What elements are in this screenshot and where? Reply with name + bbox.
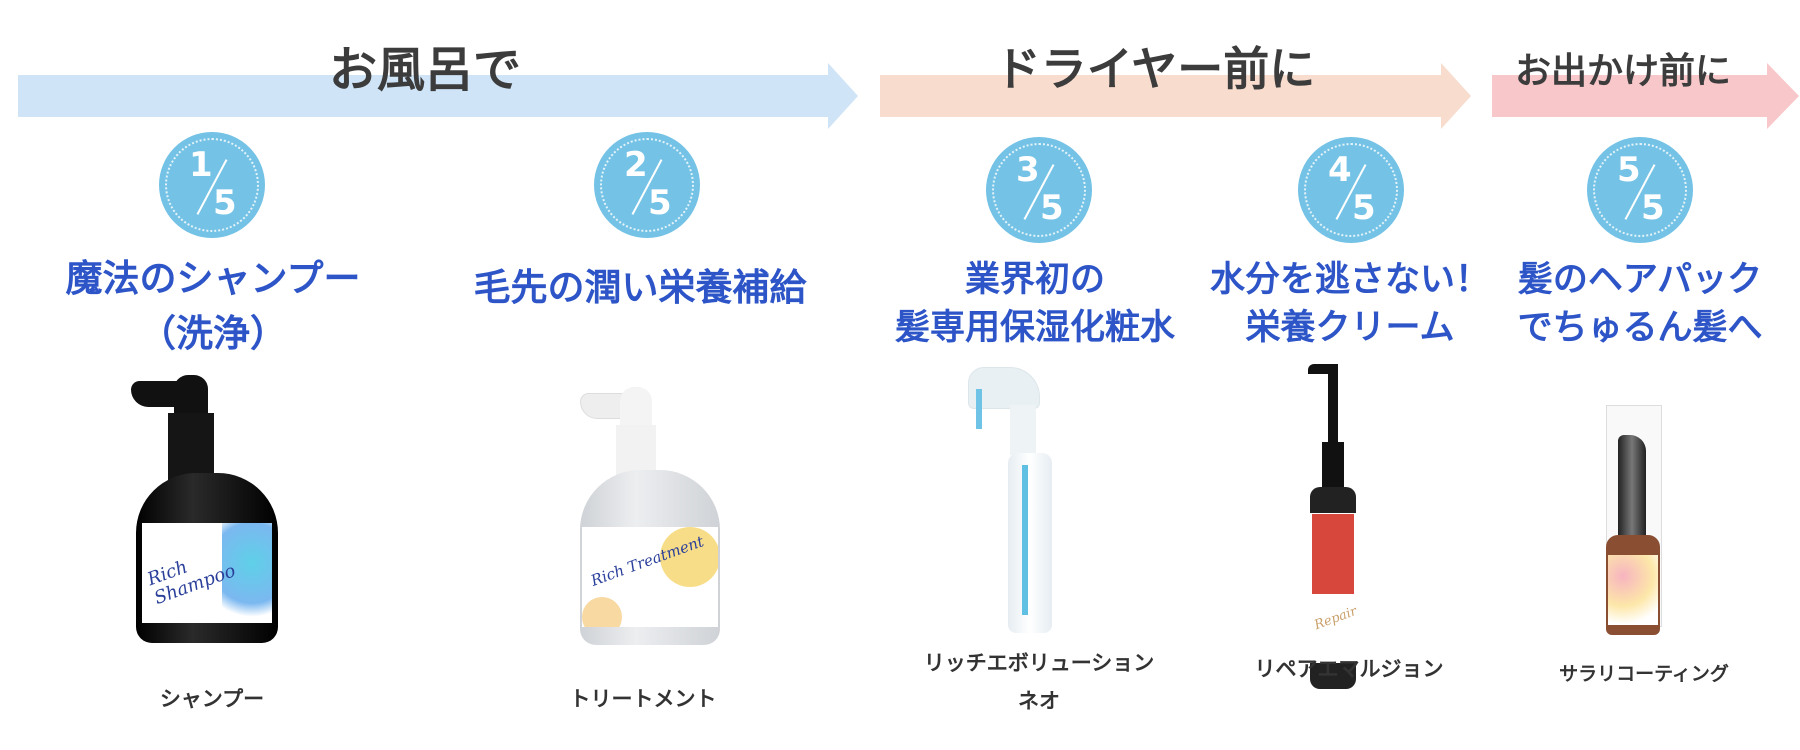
product-name-3: リッチエボリューションネオ bbox=[923, 651, 1155, 713]
arrow-head-icon bbox=[1441, 63, 1471, 129]
product-name-5: サラリコーティング bbox=[1559, 663, 1729, 685]
shampoo-bottle-image: Rich Shampoo bbox=[126, 373, 286, 651]
phase-label-before-outing: お出かけ前に bbox=[1514, 51, 1732, 92]
product-name-4: リペアエマルジョン bbox=[1254, 657, 1444, 681]
arrow-head-icon bbox=[1767, 63, 1799, 129]
sarari-coating-bottle-image bbox=[1596, 405, 1676, 640]
treatment-bottle-image: Rich Treatment bbox=[570, 385, 730, 650]
step-title-1: 魔法のシャンプー（洗浄） bbox=[65, 257, 361, 355]
step-title-5: 髪のヘアパックでちゅるん髪へ bbox=[1517, 260, 1763, 348]
phase-arrow-bath bbox=[18, 75, 828, 117]
phase-label-bath: お風呂で bbox=[328, 42, 522, 98]
phase-arrow-before-dryer bbox=[880, 75, 1441, 117]
spray-bottle-image bbox=[958, 365, 1078, 635]
step-title-2: 毛先の潤い栄養補給 bbox=[473, 266, 807, 309]
product-name-1: シャンプー bbox=[159, 687, 265, 711]
repair-emulsion-bottle-image: Repair bbox=[1300, 362, 1380, 689]
step-title-4: 水分を逃さない！栄養クリーム bbox=[1209, 260, 1491, 348]
product-name-2: トリートメント bbox=[569, 687, 717, 711]
step-title-3: 業界初の髪専用保湿化粧水 bbox=[894, 260, 1176, 348]
phase-arrow-before-outing bbox=[1492, 75, 1767, 117]
arrow-head-icon bbox=[828, 63, 858, 129]
phase-label-before-dryer: ドライヤー前に bbox=[994, 42, 1316, 96]
